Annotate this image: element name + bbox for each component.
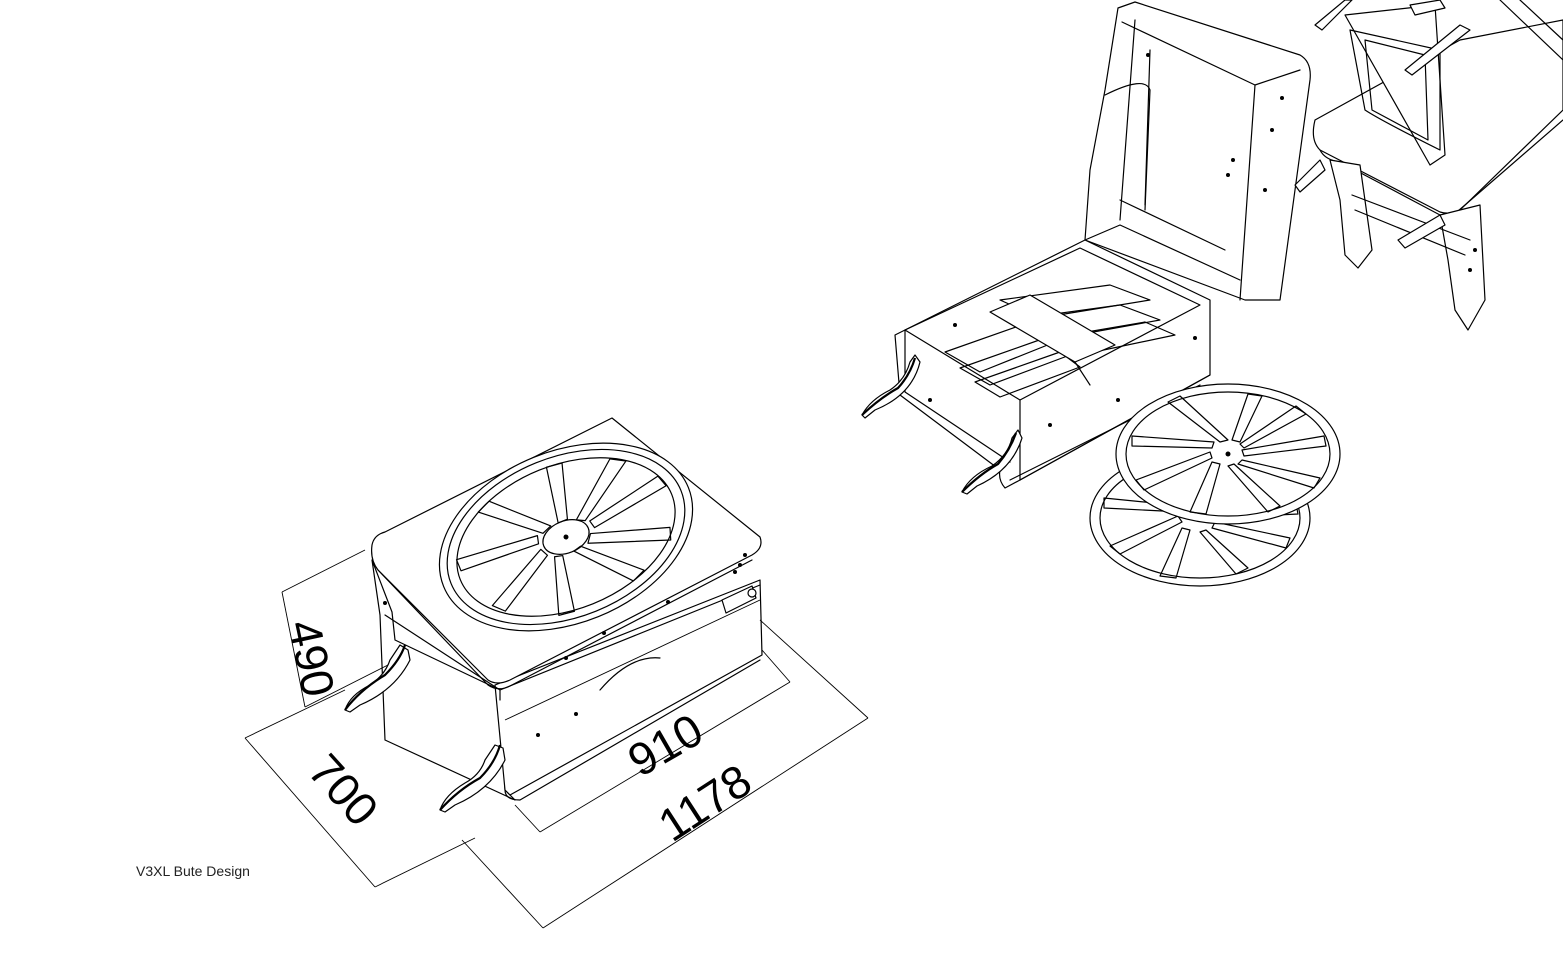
designer-caption: V3XL Bute Design [136,863,250,879]
dim-height-label: 490 [278,615,345,701]
wheel-upper [1115,383,1341,525]
dimension-lines [244,549,869,929]
dim-depth-label: 700 [299,744,389,836]
open-cart [861,1,1311,495]
packed-cart-box [344,417,763,813]
wheel-on-lid [438,442,694,632]
assembled-cart-cropped [1294,0,1563,331]
